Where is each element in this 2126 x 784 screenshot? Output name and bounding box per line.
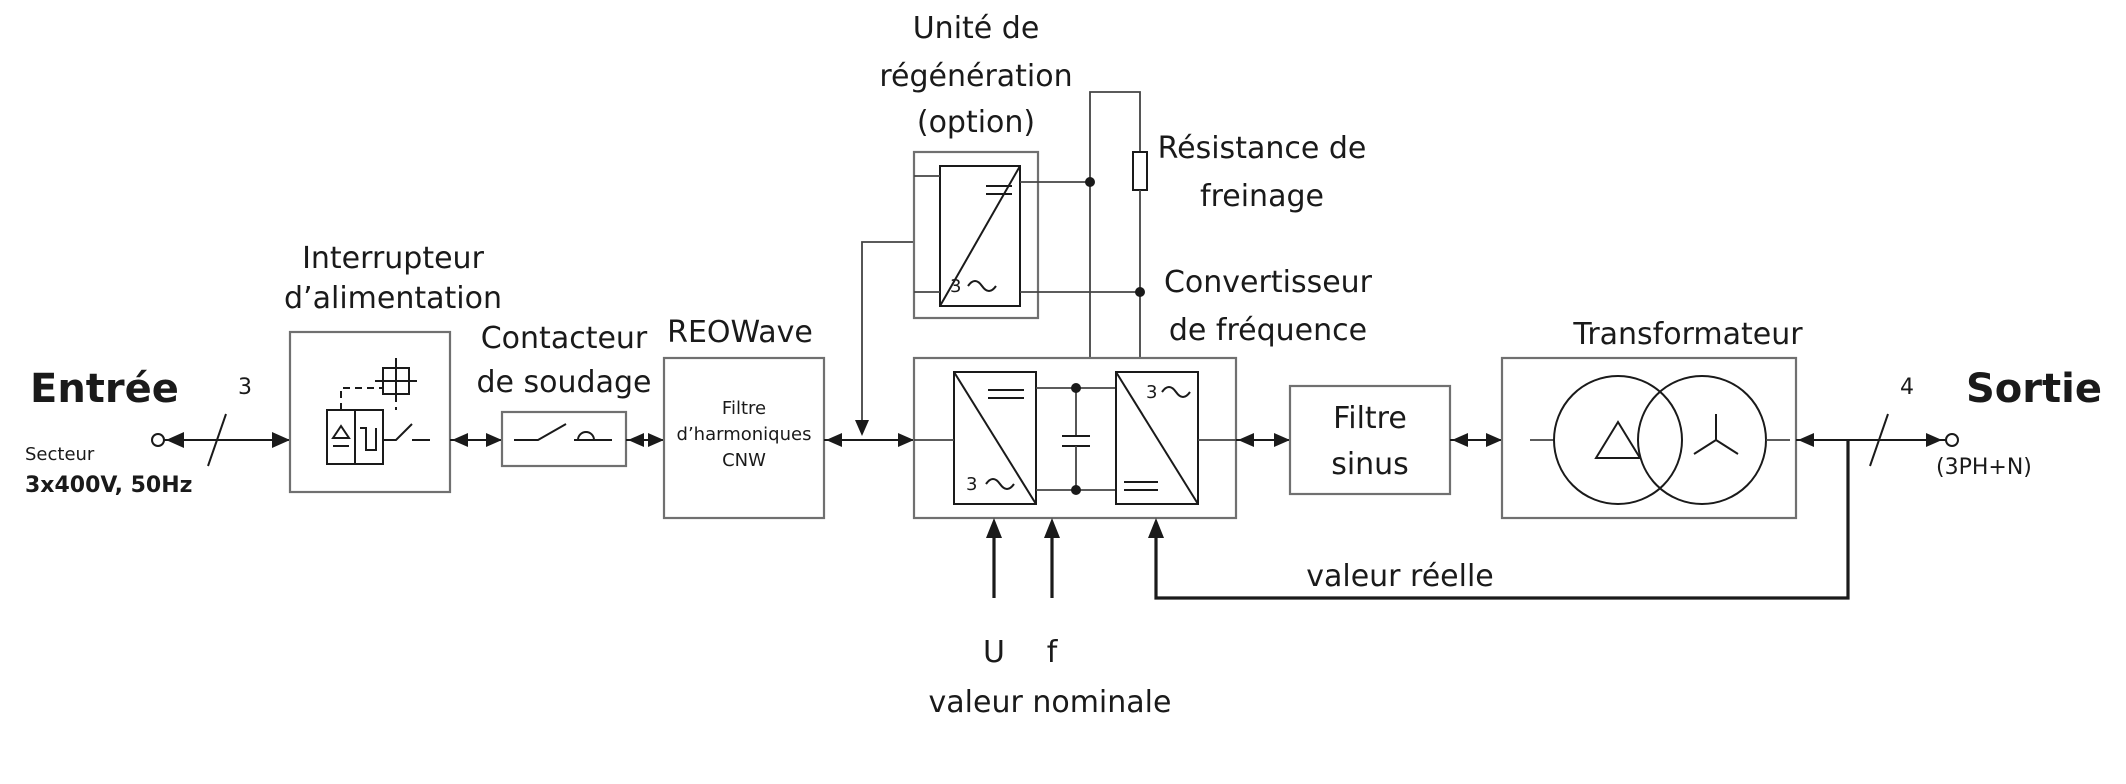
transformer-arrow-right: [1486, 433, 1502, 447]
f-label: f: [1047, 635, 1059, 670]
power-switch-icon: [326, 358, 430, 465]
input-arrow-left: [166, 432, 184, 448]
u-label: U: [983, 635, 1005, 670]
input-voltage-label: 3x400V, 50Hz: [25, 473, 192, 498]
regen-converter-icon: [939, 165, 1021, 307]
sine-arrow-right: [1274, 433, 1290, 447]
regen-ac-symbol: 3: [950, 276, 961, 297]
output-terminal: [1945, 433, 1959, 447]
transformer-arrow-left: [1452, 433, 1468, 447]
input-terminal: [151, 433, 165, 447]
switch-arrow-left: [452, 433, 468, 447]
filter-arrow-left: [826, 433, 842, 447]
actual-value-label: valeur réelle: [1306, 559, 1494, 594]
input-phase-slash: [207, 413, 227, 467]
switch-label-1: Interrupteur: [302, 241, 485, 276]
converter-label-2: de fréquence: [1169, 313, 1367, 348]
switch-arrow-right: [486, 433, 502, 447]
output-phase-count: 4: [1900, 375, 1914, 400]
regen-feed-arrow: [855, 420, 869, 436]
output-label: (3PH+N): [1936, 455, 2032, 480]
input-phase-count: 3: [238, 375, 252, 400]
input-title: Entrée: [30, 366, 179, 412]
dc-bus-vertical-1: [1089, 91, 1141, 358]
reowave-label-3: CNW: [722, 450, 766, 471]
inverter-ac-symbol: 3: [1146, 382, 1157, 403]
reowave-label-1: Filtre: [722, 398, 766, 419]
switch-label-2: d’alimentation: [284, 281, 502, 316]
output-title: Sortie: [1966, 366, 2102, 412]
reowave-title: REOWave: [667, 315, 813, 350]
inverter-icon: [1115, 371, 1199, 505]
f-input-arrow: [1044, 518, 1060, 538]
transformer-icon: [1530, 375, 1790, 505]
sine-filter-label-2: sinus: [1331, 447, 1409, 482]
contactor-arrow-right: [648, 433, 664, 447]
regen-label-3: (option): [917, 105, 1035, 140]
converter-label-1: Convertisseur: [1164, 265, 1373, 300]
input-mains-label: Secteur: [25, 444, 95, 465]
rectifier-icon: [953, 371, 1037, 505]
feedback-line: [1154, 440, 1850, 600]
nominal-value-label: valeur nominale: [929, 685, 1172, 720]
brake-label-2: freinage: [1200, 179, 1324, 214]
output-arrow-left: [1798, 433, 1814, 447]
output-phase-slash: [1869, 413, 1889, 467]
junction-dot-1: [1085, 177, 1095, 187]
reowave-filter-block: [662, 356, 826, 520]
sine-filter-label-1: Filtre: [1333, 401, 1407, 436]
rectifier-ac-symbol: 3: [966, 474, 977, 495]
regen-label-2: régénération: [879, 59, 1072, 94]
reowave-label-2: d’harmoniques: [677, 424, 812, 445]
contactor-arrow-left: [628, 433, 644, 447]
contactor-label-2: de soudage: [477, 365, 652, 400]
output-arrow-right: [1926, 433, 1942, 447]
braking-resistor-symbol: [1132, 151, 1148, 191]
sine-arrow-left: [1238, 433, 1254, 447]
contactor-icon: [514, 423, 612, 441]
filter-arrow-right: [898, 433, 914, 447]
feedback-arrow: [1148, 518, 1164, 538]
transformer-title: Transformateur: [1572, 317, 1803, 352]
u-input-arrow: [986, 518, 1002, 538]
regen-label-1: Unité de: [913, 11, 1040, 46]
contactor-label-1: Contacteur: [481, 321, 648, 356]
brake-label-1: Résistance de: [1158, 131, 1367, 166]
dc-link-capacitor-icon: [1036, 383, 1116, 495]
input-arrow-right: [272, 432, 290, 448]
junction-dot-2: [1135, 287, 1145, 297]
transformer-block: [1500, 356, 1798, 520]
regen-feed-line: [861, 241, 914, 428]
